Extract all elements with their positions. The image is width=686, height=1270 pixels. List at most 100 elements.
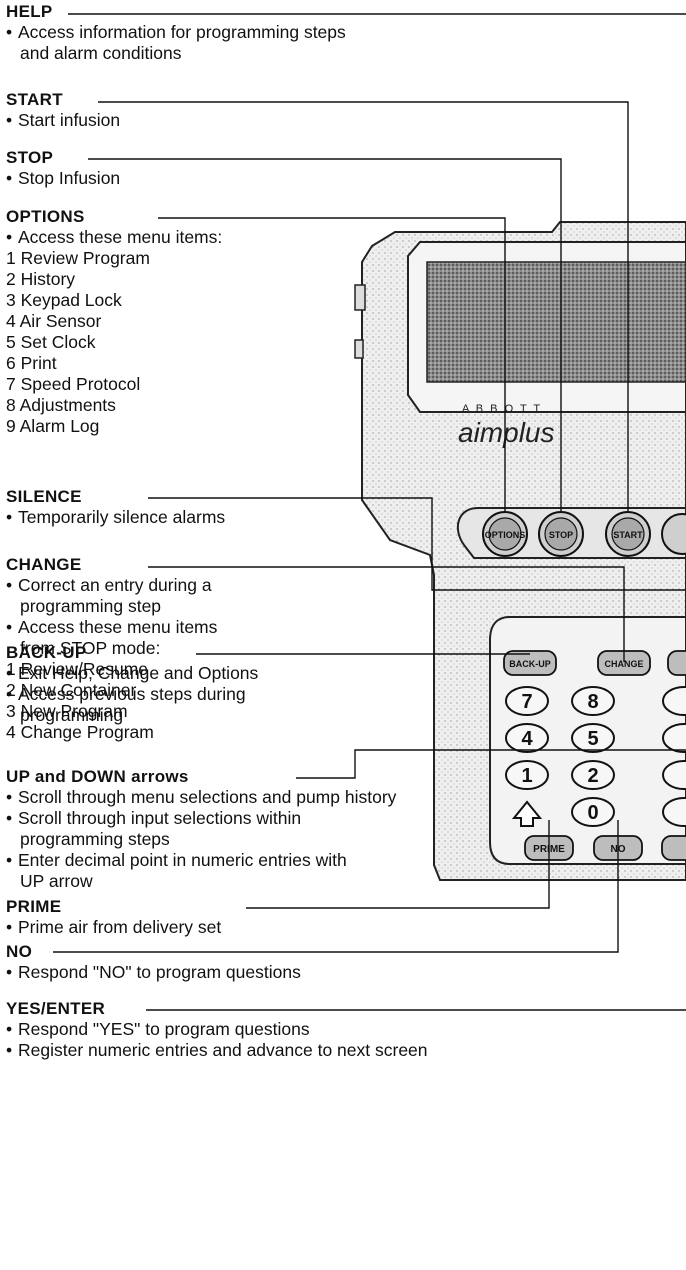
line-text: Enter decimal point in numeric entries w… [18,850,347,870]
section-line: programming [6,705,258,726]
section-heading: START [6,90,63,109]
change-key-label: CHANGE [604,659,643,669]
bullet: • [6,507,13,527]
section-silence: SILENCE•Temporarily silence alarms [6,487,225,528]
line-text: 2 History [6,269,76,289]
line-text: Register numeric entries and advance to … [18,1040,428,1060]
line-text: 1 Review Program [6,248,150,268]
bullet: • [6,1040,13,1060]
section-line: 4 Air Sensor [6,311,222,332]
line-text: Start infusion [18,110,121,130]
leader-options [158,217,506,521]
section-line: 5 Set Clock [6,332,222,353]
line-text: Access previous steps during [18,684,246,704]
line-text: programming [20,705,124,725]
line-text: UP arrow [20,871,93,891]
section-line: •Access previous steps during [6,684,258,705]
section-back-up: BACK-UP•Exit Help, Change and Options•Ac… [6,643,258,726]
up-arrow-key[interactable] [511,800,543,827]
line-text: Scroll through input selections within [18,808,302,828]
section-line: from STOP mode: [6,638,217,659]
digit-key-partial[interactable] [662,760,686,790]
section-line: •Correct an entry during a [6,575,217,596]
line-text: Temporarily silence alarms [18,507,226,527]
line-text: from STOP mode: [20,638,161,658]
yes-enter-key[interactable] [661,835,686,861]
section-line: •Prime air from delivery set [6,917,221,938]
line-text: 1 Review/Resume [6,659,148,679]
section-line: 1 Review/Resume [6,659,217,680]
section-line: 3 Keypad Lock [6,290,222,311]
section-heading: SILENCE [6,487,82,506]
line-text: Access these menu items: [18,227,223,247]
line-text: 7 Speed Protocol [6,374,141,394]
start-button-label: START [613,530,643,540]
section-change: CHANGE•Correct an entry during a programm… [6,555,217,743]
digit-key-label: 1 [521,765,532,787]
section-line: •Start infusion [6,110,120,131]
section-line: •Access information for programming step… [6,22,346,43]
line-text: Prime air from delivery set [18,917,222,937]
section-heading: UP and DOWN arrows [6,767,189,786]
side-clip [354,284,366,311]
line-text: Correct an entry during a [18,575,212,595]
section-stop: STOP•Stop Infusion [6,148,120,189]
digit-key-label: 8 [587,691,598,713]
line-text: Access these menu items [18,617,218,637]
digit-key-label: 4 [521,728,533,750]
digit-key-partial[interactable] [662,723,686,753]
bullet: • [6,808,13,828]
line-text: Stop Infusion [18,168,121,188]
section-heading: CHANGE [6,555,82,574]
silence-key[interactable] [667,650,686,676]
section-line: 6 Print [6,353,222,374]
digit-key-4[interactable]: 4 [505,723,549,753]
digit-key-5[interactable]: 5 [571,723,615,753]
bullet: • [6,168,13,188]
digit-key-label: 0 [587,802,598,824]
digit-key-2[interactable]: 2 [571,760,615,790]
section-line: •Access these menu items: [6,227,222,248]
section-line: UP arrow [6,871,396,892]
section-line: •Stop Infusion [6,168,120,189]
line-text: 2 New Container [6,680,137,700]
options-button[interactable]: OPTIONS [482,511,528,557]
bullet: • [6,850,13,870]
line-text: Respond "YES" to program questions [18,1019,310,1039]
bullet: • [6,917,13,937]
section-line: •Temporarily silence alarms [6,507,225,528]
section-line: 2 New Container [6,680,217,701]
start-button[interactable]: START [605,511,651,557]
section-line: 4 Change Program [6,722,217,743]
back-up-key[interactable]: BACK-UP [503,650,557,676]
digit-key-1[interactable]: 1 [505,760,549,790]
digit-key-partial[interactable] [662,686,686,716]
digit-key-0[interactable]: 0 [571,797,615,827]
digit-key-8[interactable]: 8 [571,686,615,716]
section-line: 2 History [6,269,222,290]
line-text: 8 Adjustments [6,395,116,415]
help-button[interactable] [661,513,686,555]
leader-start [98,101,629,521]
bullet: • [6,22,13,42]
leader-arrows [296,749,686,779]
digit-key-partial[interactable] [662,797,686,827]
section-line: •Scroll through menu selections and pump… [6,787,396,808]
stop-button[interactable]: STOP [538,511,584,557]
leader-change [148,566,625,662]
digit-key-label: 7 [521,691,532,713]
leader-stop [88,158,562,521]
section-line: •Respond "NO" to program questions [6,962,301,983]
model-label: aimplus [458,417,554,448]
digit-key-7[interactable]: 7 [505,686,549,716]
line-text: 9 Alarm Log [6,416,100,436]
bullet: • [6,1019,13,1039]
section-heading: YES/ENTER [6,999,106,1018]
section-prime: PRIME•Prime air from delivery set [6,897,221,938]
bullet: • [6,787,13,807]
bullet: • [6,110,13,130]
section-line: 7 Speed Protocol [6,374,222,395]
section-heading: PRIME [6,897,62,916]
